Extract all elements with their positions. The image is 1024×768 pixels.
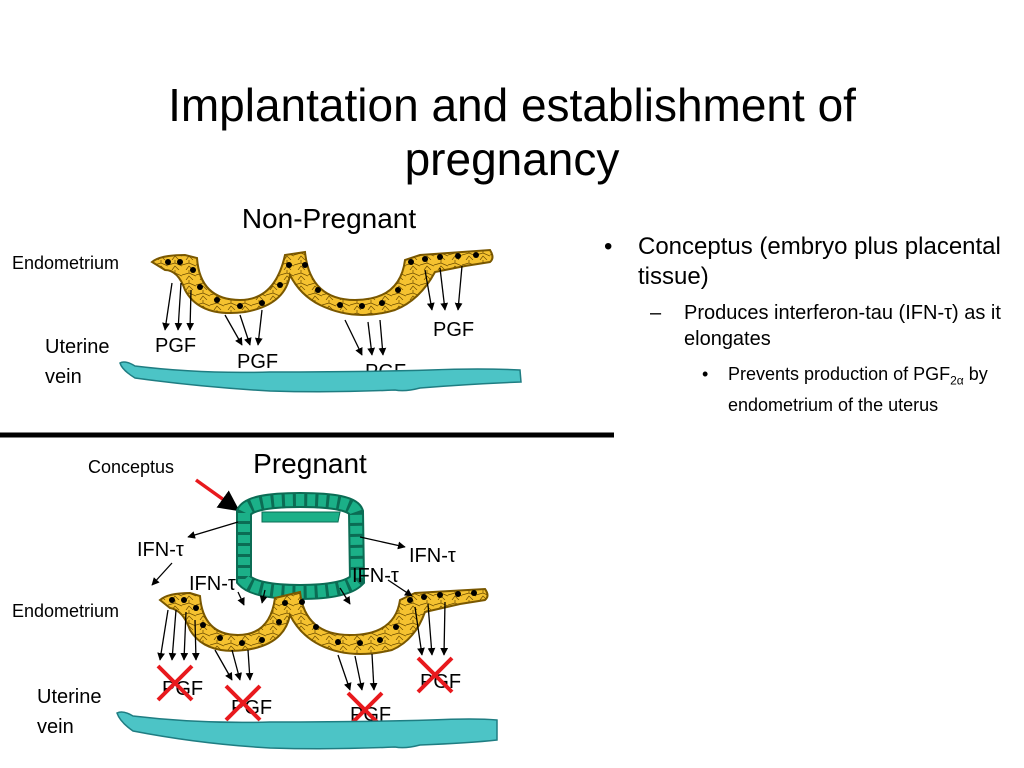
nonpregnant-heading: Non-Pregnant [242,203,417,234]
ifn-tau-label-4: IFN-τ [409,545,456,567]
top-vein-label-line1: Uterine [45,336,109,358]
pregnant-heading: Pregnant [253,448,367,479]
conceptus-label: Conceptus [88,457,174,477]
blocked-x-mark-1 [156,664,194,702]
ifn-tau-label-2: IFN-τ [189,573,236,595]
top-endometrium-label: Endometrium [12,253,119,273]
ifn-tau-label-1: IFN-τ [137,539,184,561]
bottom-endometrium [158,587,489,655]
ifn-tau-arrows [151,521,413,606]
slide-title-line2: pregnancy [404,133,620,185]
bullet-level3-prefix: Prevents production of PGF [728,364,951,384]
slide-title-line1: Implantation and establishment of [168,79,856,131]
top-vein-label-line2: vein [45,366,82,388]
bottom-vein-label-line2: vein [37,716,74,738]
bottom-uterine-vein [116,711,498,750]
bottom-pgf-arrows [157,601,449,691]
top-pgf-label-1: PGF [155,335,196,357]
slide-title: Implantation and establishment of pregna… [0,78,1024,186]
conceptus-pointer-arrow [194,478,240,512]
top-pgf-label-4: PGF [433,319,474,341]
bullet-level1: Conceptus (embryo plus placental tissue) [600,232,1010,292]
bullet-level2: Produces interferon-tau (IFN-τ) as it el… [600,300,1010,352]
bottom-endometrium-label: Endometrium [12,601,119,621]
conceptus [236,491,366,601]
top-endometrium [150,248,494,316]
top-pgf-arrows [162,265,463,356]
bullet-level3-suffix: by endometrium of the uterus [728,364,988,415]
ifn-tau-label-3: IFN-τ [352,565,399,587]
bottom-vein-label-line1: Uterine [37,686,101,708]
bullet-list: Conceptus (embryo plus placental tissue)… [600,232,1010,417]
blocked-x-mark-2 [224,684,262,722]
top-pgf-label-2: PGF [237,351,278,373]
bullet-level3-subscript: 2α [950,373,964,388]
top-uterine-vein [119,361,522,393]
bullet-level3: Prevents production of PGF2α by endometr… [600,362,1010,417]
blocked-x-mark-4 [416,656,454,694]
